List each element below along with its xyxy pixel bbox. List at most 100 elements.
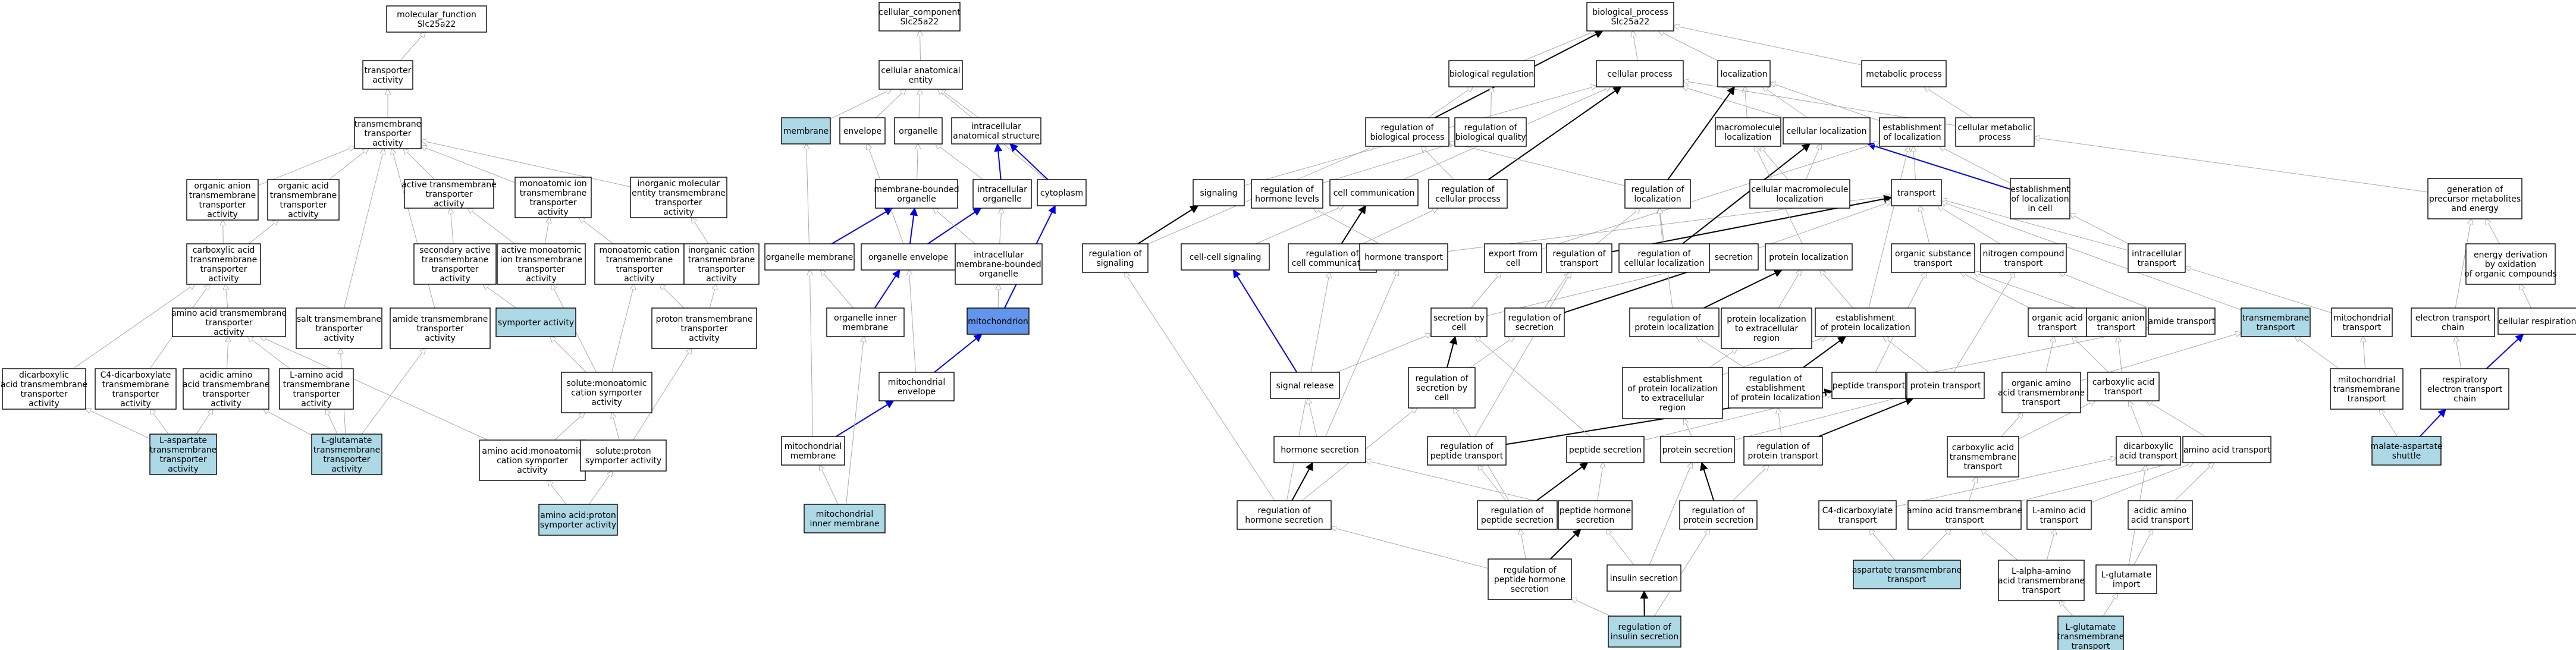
go-term-node[interactable]: symporter activity xyxy=(495,307,576,337)
go-term-node[interactable]: envelope xyxy=(839,117,886,145)
go-term-node[interactable]: hormone transport xyxy=(1359,243,1448,271)
go-term-node[interactable]: membrane xyxy=(781,117,831,145)
go-term-node[interactable]: cellular respiration xyxy=(2497,307,2576,335)
go-term-node[interactable]: insulin secretion xyxy=(1607,564,1681,592)
go-term-node[interactable]: mitochondrion xyxy=(967,307,1030,335)
go-term-node[interactable]: organelle membrane xyxy=(764,243,855,271)
go-term-node[interactable]: organelle envelope xyxy=(861,243,956,271)
go-term-node[interactable]: protein localization xyxy=(1765,243,1853,271)
go-term-node[interactable]: organelle xyxy=(894,117,943,145)
go-term-node[interactable]: peptide transport xyxy=(1831,372,1906,399)
go-term-node[interactable]: biological regulation xyxy=(1448,60,1535,87)
go-term-node[interactable]: hormone secretion xyxy=(1273,436,1366,463)
go-term-node[interactable]: cellular localization xyxy=(1783,117,1871,145)
go-term-node[interactable]: cell-cell signaling xyxy=(1181,243,1270,271)
go-term-node[interactable]: peptide secretion xyxy=(1566,436,1645,463)
go-term-node[interactable]: metabolic process xyxy=(1861,60,1947,87)
go-term-node[interactable]: signaling xyxy=(1193,179,1245,206)
go-term-node[interactable]: amide transport xyxy=(2148,307,2216,335)
go-term-node[interactable]: transport xyxy=(1891,179,1942,206)
go-term-node[interactable]: cytoplasm xyxy=(1037,179,1087,206)
go-term-node[interactable]: cell communication xyxy=(1329,179,1419,206)
